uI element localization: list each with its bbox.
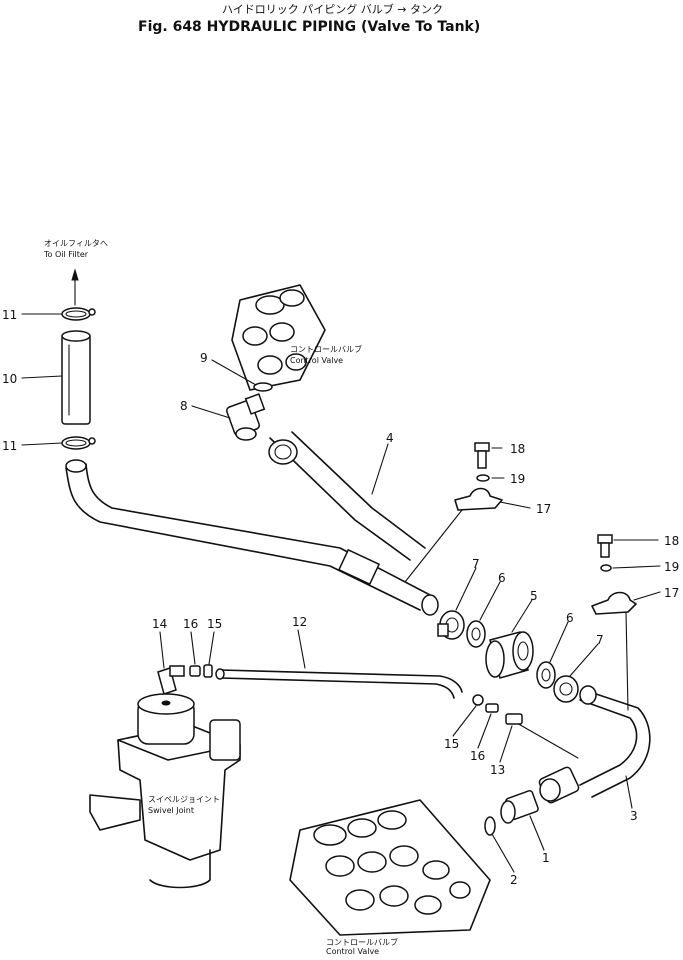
hose-clamp-upper [61, 307, 96, 321]
callout-18-upper: 18 [510, 442, 525, 456]
hose-part-12 [215, 668, 463, 699]
tube-3-leader [514, 721, 579, 759]
callout-17-right: 17 [664, 586, 679, 600]
hose-part-5 [485, 631, 534, 679]
control-valve-top-label-en: Control Valve [290, 356, 343, 365]
callout-18-right: 18 [664, 534, 679, 548]
tube-part-3 [538, 685, 651, 804]
clamp-leader-right [625, 611, 629, 711]
callout-19-right: 19 [664, 560, 679, 574]
clamp-part-17-right [591, 591, 637, 615]
callout-9: 9 [200, 351, 208, 365]
callout-16-left: 16 [183, 617, 198, 631]
swivel-joint [89, 693, 241, 889]
oil-filter-arrow [71, 268, 79, 306]
fitting-part-16-right [485, 703, 499, 713]
o-ring-part-2 [484, 816, 496, 836]
fitting-part-13 [505, 713, 523, 725]
fitting-part-15-right [472, 694, 484, 706]
callout-17-upper: 17 [536, 502, 551, 516]
bolt-part-18-upper [474, 442, 490, 469]
callout-5: 5 [530, 589, 538, 603]
callout-12: 12 [292, 615, 307, 629]
callout-8: 8 [180, 399, 188, 413]
callout-15-left: 15 [207, 617, 222, 631]
callout-19-upper: 19 [510, 472, 525, 486]
callout-4: 4 [386, 431, 394, 445]
fitting-part-15-left [203, 664, 213, 678]
elbow-part-14 [157, 665, 185, 695]
tube-part-4 [65, 431, 439, 616]
washer-part-19-right [600, 564, 612, 572]
callout-7-left: 7 [472, 557, 480, 571]
callout-6-left: 6 [498, 571, 506, 585]
o-ring-part-9 [253, 382, 273, 392]
seal-part-6-left [466, 620, 486, 648]
clamp-leader-upper [404, 509, 463, 583]
leader-lines [21, 313, 661, 873]
callout-11-lower: 11 [2, 439, 17, 453]
flange-part-7-left [437, 610, 465, 640]
control-valve-top [231, 284, 326, 391]
hose-part-10 [61, 330, 91, 425]
hose-clamp-lower [61, 436, 96, 450]
flange-part-7-right [553, 675, 579, 703]
callout-3: 3 [630, 809, 638, 823]
title-english: Fig. 648 HYDRAULIC PIPING (Valve To Tank… [138, 19, 480, 35]
control-valve-bottom-label-en: Control Valve [326, 947, 379, 955]
clamp-part-17-upper [454, 487, 503, 511]
callout-1: 1 [542, 851, 550, 865]
elbow-part-8 [226, 393, 266, 441]
swivel-joint-label-en: Swivel Joint [148, 806, 194, 815]
control-valve-bottom-label-jp: コントロールバルブ [326, 937, 398, 947]
callout-6-right: 6 [566, 611, 574, 625]
callout-11-upper: 11 [2, 308, 17, 322]
control-valve-bottom [289, 799, 491, 936]
oil-filter-label-en: To Oil Filter [43, 250, 89, 259]
callout-15-right: 15 [444, 737, 459, 751]
callout-2: 2 [510, 873, 518, 887]
washer-part-19-upper [476, 474, 490, 482]
callout-16-right: 16 [470, 749, 485, 763]
title-japanese: ハイドロリック パイピング バルブ → タンク [222, 2, 443, 16]
callout-10: 10 [2, 372, 17, 386]
swivel-joint-label-jp: スイベルジョイント [148, 795, 220, 804]
oil-filter-label-jp: オイルフィルタへ [44, 239, 108, 248]
seal-part-6-right [536, 661, 556, 689]
callout-7-right: 7 [596, 633, 604, 647]
fitting-part-16-left [189, 665, 201, 677]
bolt-part-18-right [597, 534, 613, 558]
control-valve-top-label-jp: コントロールバルブ [290, 344, 362, 354]
connector-part-1 [500, 789, 539, 824]
callout-14: 14 [152, 617, 167, 631]
callout-13: 13 [490, 763, 505, 777]
